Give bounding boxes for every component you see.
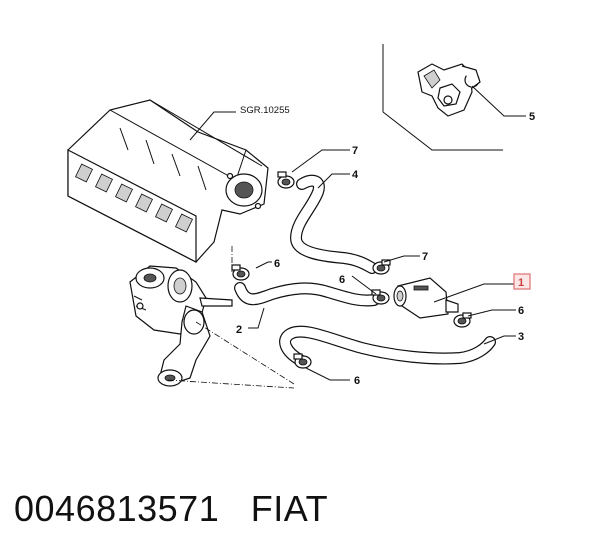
callout-6-bottom: 6 bbox=[354, 375, 360, 387]
clamp-6-left bbox=[231, 264, 250, 281]
part-footer: 0046813571 FIAT bbox=[14, 488, 328, 530]
brand-name: FIAT bbox=[250, 488, 329, 529]
part-number: 0046813571 bbox=[14, 488, 220, 529]
callout-7-middle: 7 bbox=[422, 251, 428, 263]
callout-3: 3 bbox=[518, 331, 524, 343]
callout-6-left: 6 bbox=[274, 258, 280, 270]
hose-2 bbox=[234, 282, 380, 307]
callout-6-right: 6 bbox=[518, 305, 524, 317]
callout-1-box bbox=[513, 273, 531, 290]
clamp-6-middle bbox=[371, 289, 390, 305]
valve-bracket-part bbox=[417, 63, 481, 117]
exploded-parts-diagram: SGR.10255 1 2 3 4 5 6 6 6 6 7 7 bbox=[67, 44, 535, 389]
hose-3 bbox=[279, 325, 496, 366]
leader-dash-lower bbox=[195, 321, 295, 385]
clamp-6-right bbox=[453, 312, 472, 328]
callout-4: 4 bbox=[352, 169, 359, 181]
callout-1: 1 bbox=[518, 277, 524, 289]
turbocharger-part bbox=[129, 265, 233, 387]
callout-5: 5 bbox=[529, 111, 535, 123]
leader-dash-base bbox=[167, 379, 295, 389]
solenoid-valve-part bbox=[393, 277, 459, 319]
clamp-6-bottom bbox=[293, 353, 312, 369]
reference-label: SGR.10255 bbox=[240, 105, 290, 116]
callout-2: 2 bbox=[236, 324, 242, 336]
clamp-7-upper bbox=[277, 171, 295, 189]
clamp-7-middle bbox=[372, 259, 391, 275]
hose-4 bbox=[290, 174, 378, 274]
intake-manifold-part bbox=[67, 99, 269, 263]
inset-frame bbox=[382, 44, 503, 151]
callout-7-upper: 7 bbox=[352, 145, 358, 157]
leader-lines bbox=[189, 85, 526, 381]
callout-6-middle: 6 bbox=[339, 274, 345, 286]
